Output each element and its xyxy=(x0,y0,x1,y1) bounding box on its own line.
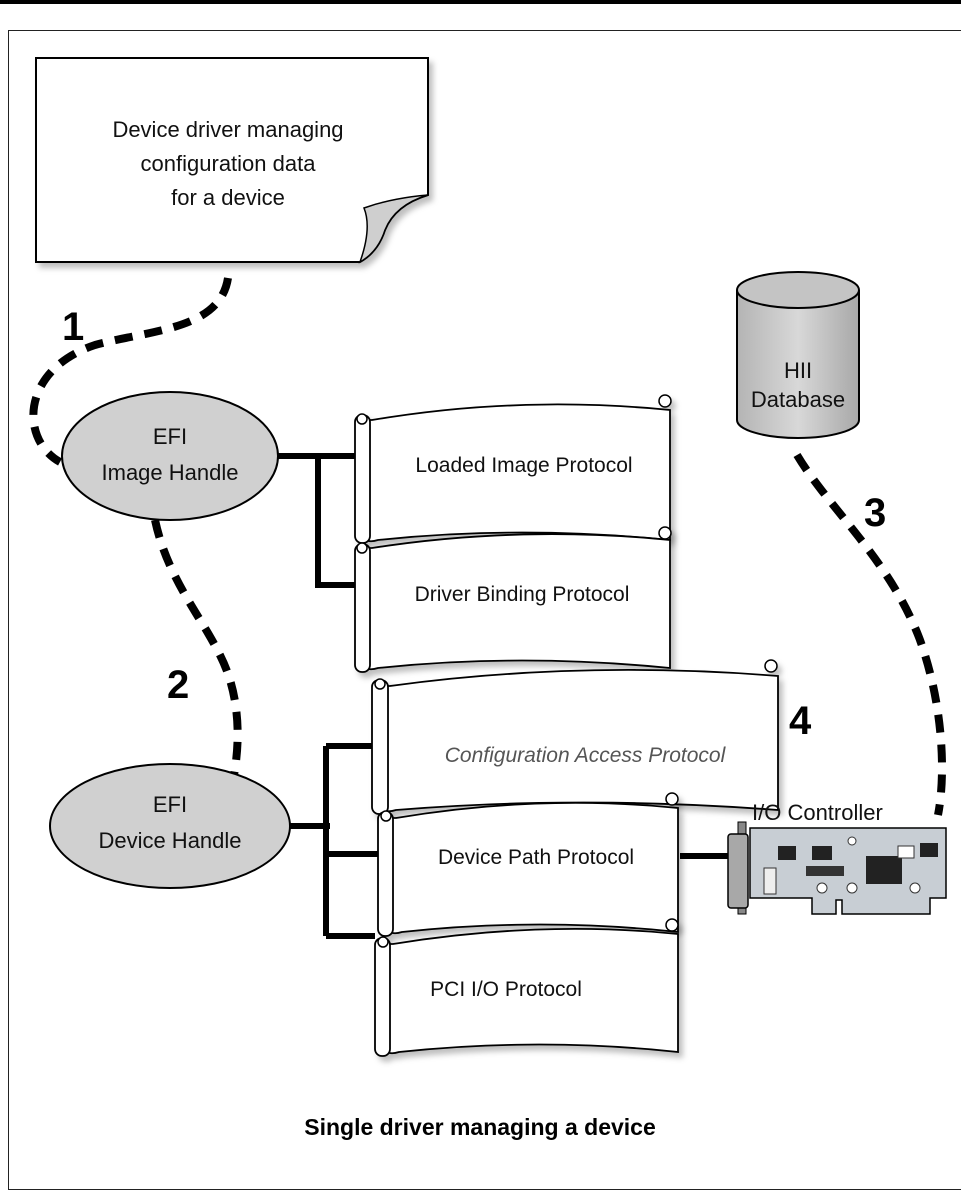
config-access-protocol-label: Configuration Access Protocol xyxy=(445,744,727,767)
device-handle-line-2: Device Handle xyxy=(98,828,241,853)
device-handle-line-1: EFI xyxy=(153,792,187,817)
image-handle-line-1: EFI xyxy=(153,424,187,449)
image-handle-ellipse xyxy=(61,391,279,521)
driver-binding-protocol-label: Driver Binding Protocol xyxy=(415,583,630,606)
device-handle-ellipse xyxy=(49,763,291,889)
diagram-canvas: Device driver managing configuration dat… xyxy=(29,57,947,1140)
loaded-image-protocol-label: Loaded Image Protocol xyxy=(415,454,632,477)
note-line-1: Device driver managing xyxy=(112,117,343,142)
scroll-driver-binding xyxy=(354,526,672,673)
image-handle-line-2: Image Handle xyxy=(102,460,239,485)
step-4: 4 xyxy=(789,699,812,743)
figure-caption: Single driver managing a device xyxy=(304,1114,656,1140)
scroll-config-access xyxy=(371,659,779,815)
pci-io-protocol-label: PCI I/O Protocol xyxy=(430,978,582,1001)
note-line-3: for a device xyxy=(171,185,285,210)
driver-note xyxy=(35,57,429,264)
database-line-2: Database xyxy=(751,387,845,412)
step-3: 3 xyxy=(864,491,886,535)
note-line-2: configuration data xyxy=(141,151,317,176)
step-1: 1 xyxy=(62,305,84,349)
scroll-device-path xyxy=(377,792,679,937)
connector-3 xyxy=(793,452,947,816)
step-2: 2 xyxy=(167,663,189,707)
database-line-1: HII xyxy=(784,358,812,383)
controller-label: I/O Controller xyxy=(752,800,883,825)
device-path-protocol-label: Device Path Protocol xyxy=(438,846,634,869)
scroll-pci-io xyxy=(374,918,679,1057)
top-rule xyxy=(0,0,961,4)
hii-database xyxy=(736,271,860,439)
driver-binding-link xyxy=(315,456,355,588)
connector-1 xyxy=(29,277,232,466)
io-controller-card xyxy=(727,821,947,915)
